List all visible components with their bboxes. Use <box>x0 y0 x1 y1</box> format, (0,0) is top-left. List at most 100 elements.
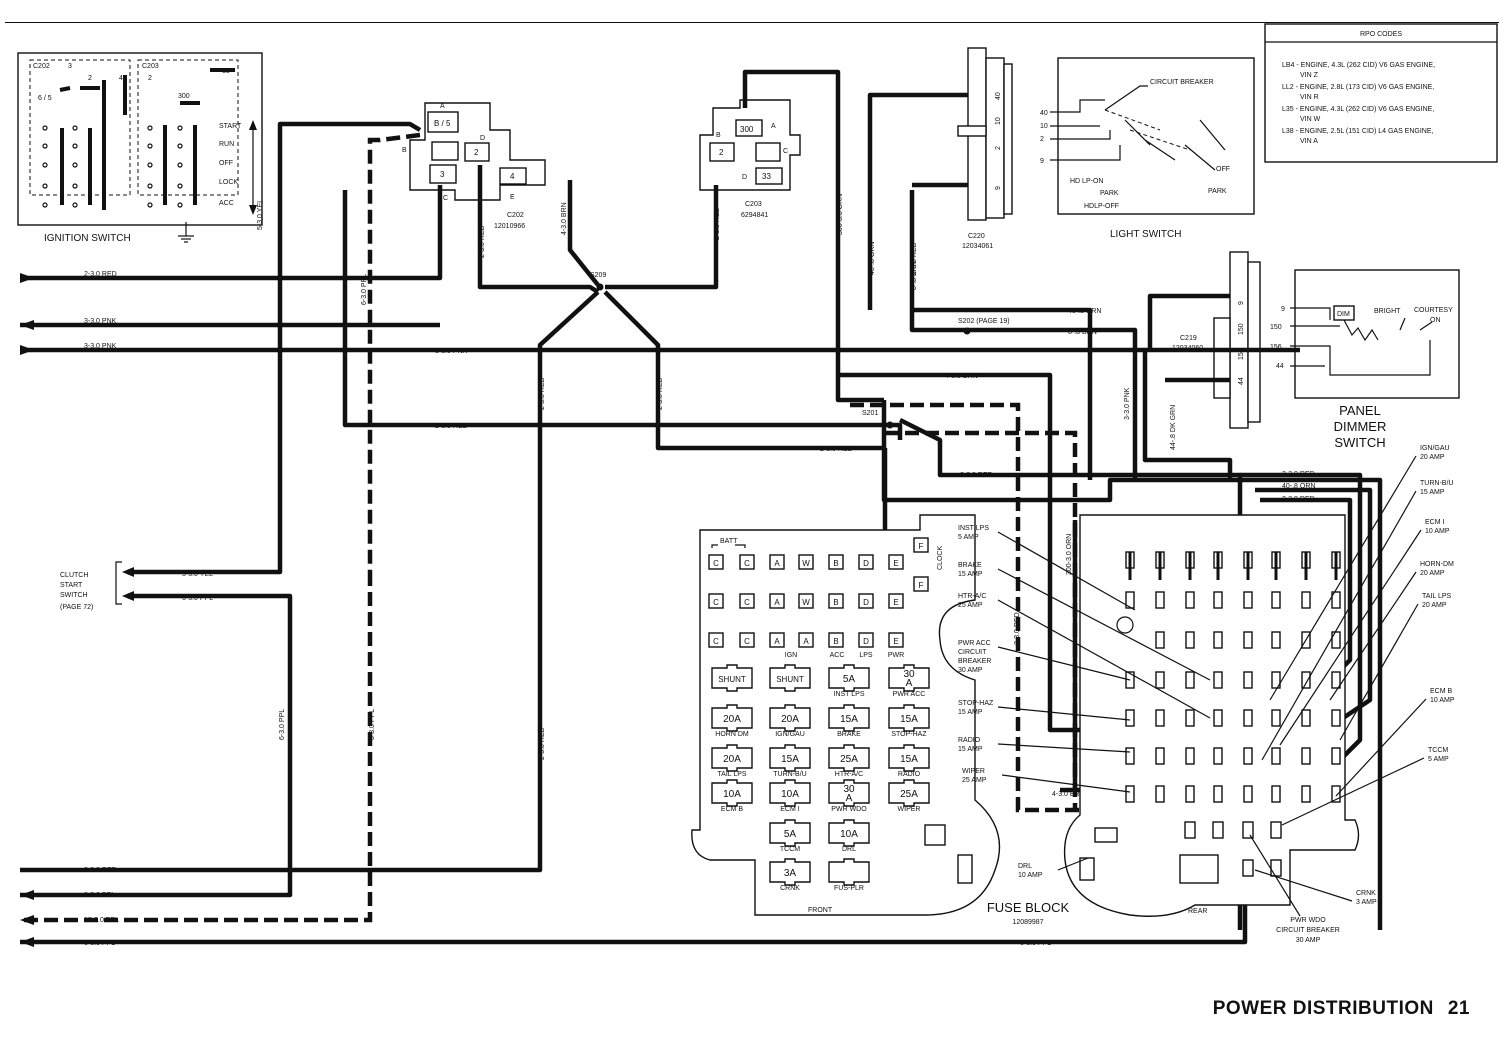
ign-position: RUN <box>219 141 234 148</box>
dimmer-label: COURTESY <box>1414 307 1453 314</box>
wire-arrow <box>20 915 34 925</box>
wire-label: 2-3.0 RED <box>84 867 117 874</box>
fuse-slot <box>1271 785 1281 803</box>
connector-c202: B / 5 2 3 4 A B D C E C202 12010966 <box>402 102 546 230</box>
c220-pin: 10 <box>995 117 1002 125</box>
callout-leader <box>1279 529 1422 746</box>
rpo-line: VIN R <box>1300 94 1319 101</box>
fuse-slot <box>1155 671 1165 689</box>
fuse-value: 15A <box>781 754 799 765</box>
ign-pin: 2 <box>88 75 92 82</box>
fuse <box>828 779 870 807</box>
callout-leader <box>1261 490 1417 761</box>
wire-label: 2-3.0 RED <box>539 377 546 410</box>
callout-leader <box>997 599 1211 719</box>
fuse-block-title: FUSE BLOCK <box>987 900 1070 915</box>
fuse-value: 10A <box>723 789 741 800</box>
grid-label: ACC <box>830 652 845 659</box>
ign-c202-label: C202 <box>33 63 50 70</box>
fuse-slot <box>1213 631 1223 649</box>
fuse-value: 10A <box>840 829 858 840</box>
terminal-letter: C <box>744 559 750 568</box>
splices: S209 S201 S202 (PAGE 19) <box>590 272 1010 429</box>
fuse-slot <box>1185 631 1195 649</box>
wire-label: 6-3.0 PPL <box>361 274 368 305</box>
fuse-label: HTR-A/C <box>835 771 863 778</box>
switch-contact <box>72 202 78 208</box>
terminal-box <box>708 632 724 648</box>
callout-leader <box>997 568 1211 681</box>
terminal-letter: A <box>774 559 780 568</box>
callout-text: PWR WDO <box>1290 917 1326 924</box>
wire-label: 3-3.0 PNK <box>435 348 468 355</box>
callout-text: CIRCUIT BREAKER <box>1276 927 1340 934</box>
fuse <box>711 779 753 807</box>
callout-text: 20 AMP <box>1422 602 1447 609</box>
fuse-slot <box>1212 821 1224 839</box>
switch-contact <box>177 162 183 168</box>
connector-c220: 40 10 2 9 C220 12034061 <box>957 47 1013 250</box>
light-label: HDLP-OFF <box>1084 203 1119 210</box>
wire-label: 5-3.0 YEL <box>182 571 213 578</box>
rpo-line: LL2 - ENGINE, 2.8L (173 CID) V6 GAS ENGI… <box>1282 84 1434 91</box>
terminal-box <box>708 554 724 570</box>
fuse-slot <box>1331 591 1341 609</box>
terminal-box <box>828 554 844 570</box>
terminal-letter: D <box>863 598 869 607</box>
c203-name: C203 <box>745 201 762 208</box>
c219-name: C219 <box>1180 335 1197 342</box>
callout-text: TAIL LPS <box>1422 593 1452 600</box>
wire-label: 6-3.0 PPL <box>279 709 286 740</box>
clutch-line: START <box>60 582 83 589</box>
callout-text: 30 AMP <box>958 667 983 674</box>
light-pin: 9 <box>1040 158 1044 165</box>
callout-leader <box>1001 774 1131 793</box>
fuse-slot <box>1271 709 1281 727</box>
fuse-slot <box>1331 785 1341 803</box>
callout-text: INST LPS <box>958 525 989 532</box>
dimmer-title: SWITCH <box>1334 435 1385 450</box>
callout-leader <box>997 706 1131 721</box>
light-switch-title: LIGHT SWITCH <box>1110 229 1181 240</box>
grid-label: LPS <box>859 652 873 659</box>
ign-pin: 300 <box>178 93 190 100</box>
fuse-label: HORN DM <box>715 731 749 738</box>
batt-label: BATT <box>720 538 738 545</box>
c219-pin: 156 <box>1238 348 1245 360</box>
fuse-slot <box>1242 859 1254 877</box>
c203-letter: D <box>742 174 747 181</box>
dimmer-title: PANEL <box>1339 403 1381 418</box>
ground-icon <box>178 222 194 243</box>
wire-label: 4-3.0 BRN <box>1052 791 1085 798</box>
wire-arrow <box>20 345 34 355</box>
fuse-slot <box>1185 591 1195 609</box>
fuse <box>828 664 870 692</box>
switch-contact <box>42 183 48 189</box>
terminal-letter: C <box>744 637 750 646</box>
splice-s209: S209 <box>590 272 606 279</box>
wire-label: 5-3.0 YEL <box>257 199 264 230</box>
fuse-slot <box>1184 821 1196 839</box>
fuse-label: CRNK <box>780 885 800 892</box>
rear-label: REAR <box>1188 908 1207 915</box>
callout-leader <box>997 646 1131 681</box>
terminal-letter: B <box>833 559 838 568</box>
light-pin: 10 <box>1040 123 1048 130</box>
clutch-line: CLUTCH <box>60 572 88 579</box>
fuse-value: 20A <box>723 714 741 725</box>
terminal-letter: D <box>863 559 869 568</box>
wire-label: 2-3.0 RED <box>657 377 664 410</box>
front-label: FRONT <box>808 907 833 914</box>
fuse <box>711 664 753 692</box>
callout-text: 15 AMP <box>958 709 983 716</box>
fuse-block-part: 12089987 <box>1012 919 1043 926</box>
terminal-box <box>913 576 929 592</box>
fuse-label: ECM I <box>780 806 800 813</box>
terminal-box <box>888 593 904 609</box>
rpo-codes-title: RPO CODES <box>1360 31 1402 38</box>
